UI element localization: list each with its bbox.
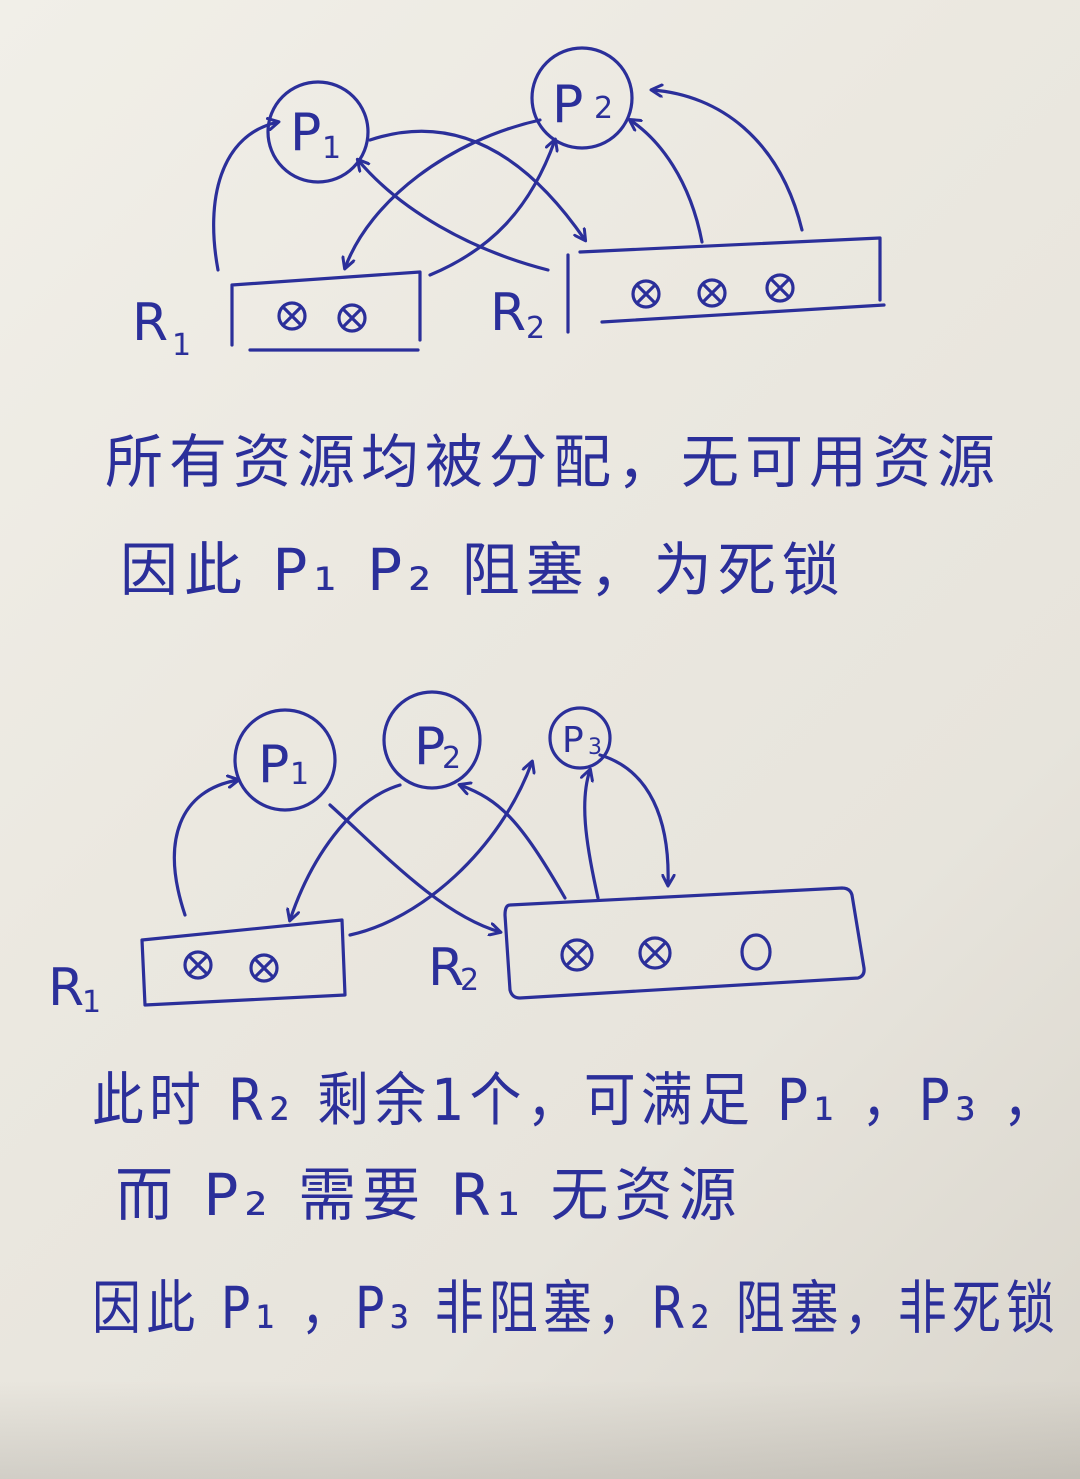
process-node-p1: P 1 xyxy=(266,80,370,184)
assignment-edge xyxy=(585,770,600,900)
process-subscript: 2 xyxy=(442,741,461,776)
resource-subscript: 1 xyxy=(82,985,101,1020)
request-edge xyxy=(328,803,500,932)
resource-subscript: 2 xyxy=(460,963,479,998)
assignment-edge xyxy=(630,120,704,244)
request-edge xyxy=(290,783,402,920)
resource-instance xyxy=(697,278,727,308)
process-node-p1: P 1 xyxy=(233,708,337,812)
request-edge xyxy=(598,753,668,885)
request-edge xyxy=(345,118,542,268)
resource-instance xyxy=(277,301,307,331)
process-label: P xyxy=(290,103,321,163)
resource-instance xyxy=(249,953,279,983)
paper-shadow xyxy=(0,1380,1080,1479)
diagram-1-note-line-1: 所有资源均被分配，无可用资源 xyxy=(105,428,1001,496)
diagram-2-note-line-3: 因此 P₁ ，P₃ 非阻塞，R₂ 阻塞，非死锁 xyxy=(92,1274,1060,1342)
assignment-edge xyxy=(652,90,804,232)
resource-instance xyxy=(337,303,367,333)
assignment-edge xyxy=(428,140,555,277)
resource-box-r2: R 2 xyxy=(490,236,886,346)
diagram-2: P 1 P 2 P 3 R 1 xyxy=(48,690,1060,1342)
resource-instance xyxy=(765,273,795,303)
resource-box-r1: R 1 xyxy=(48,918,347,1020)
resource-label: R xyxy=(132,293,168,353)
resource-instance xyxy=(631,279,661,309)
process-label: P xyxy=(414,717,445,777)
diagram-2-note-line-2: 而 P₂ 需要 R₁ 无资源 xyxy=(115,1161,743,1229)
process-subscript: 3 xyxy=(588,735,602,760)
process-node-p2: P 2 xyxy=(382,690,482,790)
assignment-edge xyxy=(358,160,550,272)
process-subscript: 1 xyxy=(322,131,341,166)
resource-subscript: 1 xyxy=(172,328,191,363)
diagram-1-note-line-2: 因此 P₁ P₂ 阻塞，为死锁 xyxy=(120,536,846,604)
assignment-edge xyxy=(172,780,238,917)
process-label: P xyxy=(552,75,583,135)
diagram-1: P 1 P 2 R 1 xyxy=(105,46,1001,604)
resource-instance xyxy=(638,936,672,970)
process-subscript: 2 xyxy=(594,91,613,126)
diagram-2-note-line-1: 此时 R₂ 剩余1个，可满足 P₁ ，P₃ ， xyxy=(92,1066,1060,1134)
assignment-edge xyxy=(212,122,278,272)
resource-instance-free xyxy=(740,933,772,971)
process-subscript: 1 xyxy=(290,757,309,792)
resource-subscript: 2 xyxy=(526,311,545,346)
request-edge xyxy=(368,129,585,240)
resource-label: R xyxy=(428,938,464,998)
assignment-edge xyxy=(460,785,567,900)
assignment-edge xyxy=(348,762,532,937)
resource-label: R xyxy=(490,283,526,343)
process-node-p3: P 3 xyxy=(548,706,612,770)
resource-instance xyxy=(183,950,213,980)
process-label: P xyxy=(258,735,289,795)
resource-instance xyxy=(560,938,594,972)
resource-label: R xyxy=(48,958,84,1018)
resource-box-r2: R 2 xyxy=(428,886,866,1000)
resource-box-r1: R 1 xyxy=(132,270,422,363)
process-node-p2: P 2 xyxy=(530,46,634,150)
process-label: P xyxy=(562,720,584,761)
